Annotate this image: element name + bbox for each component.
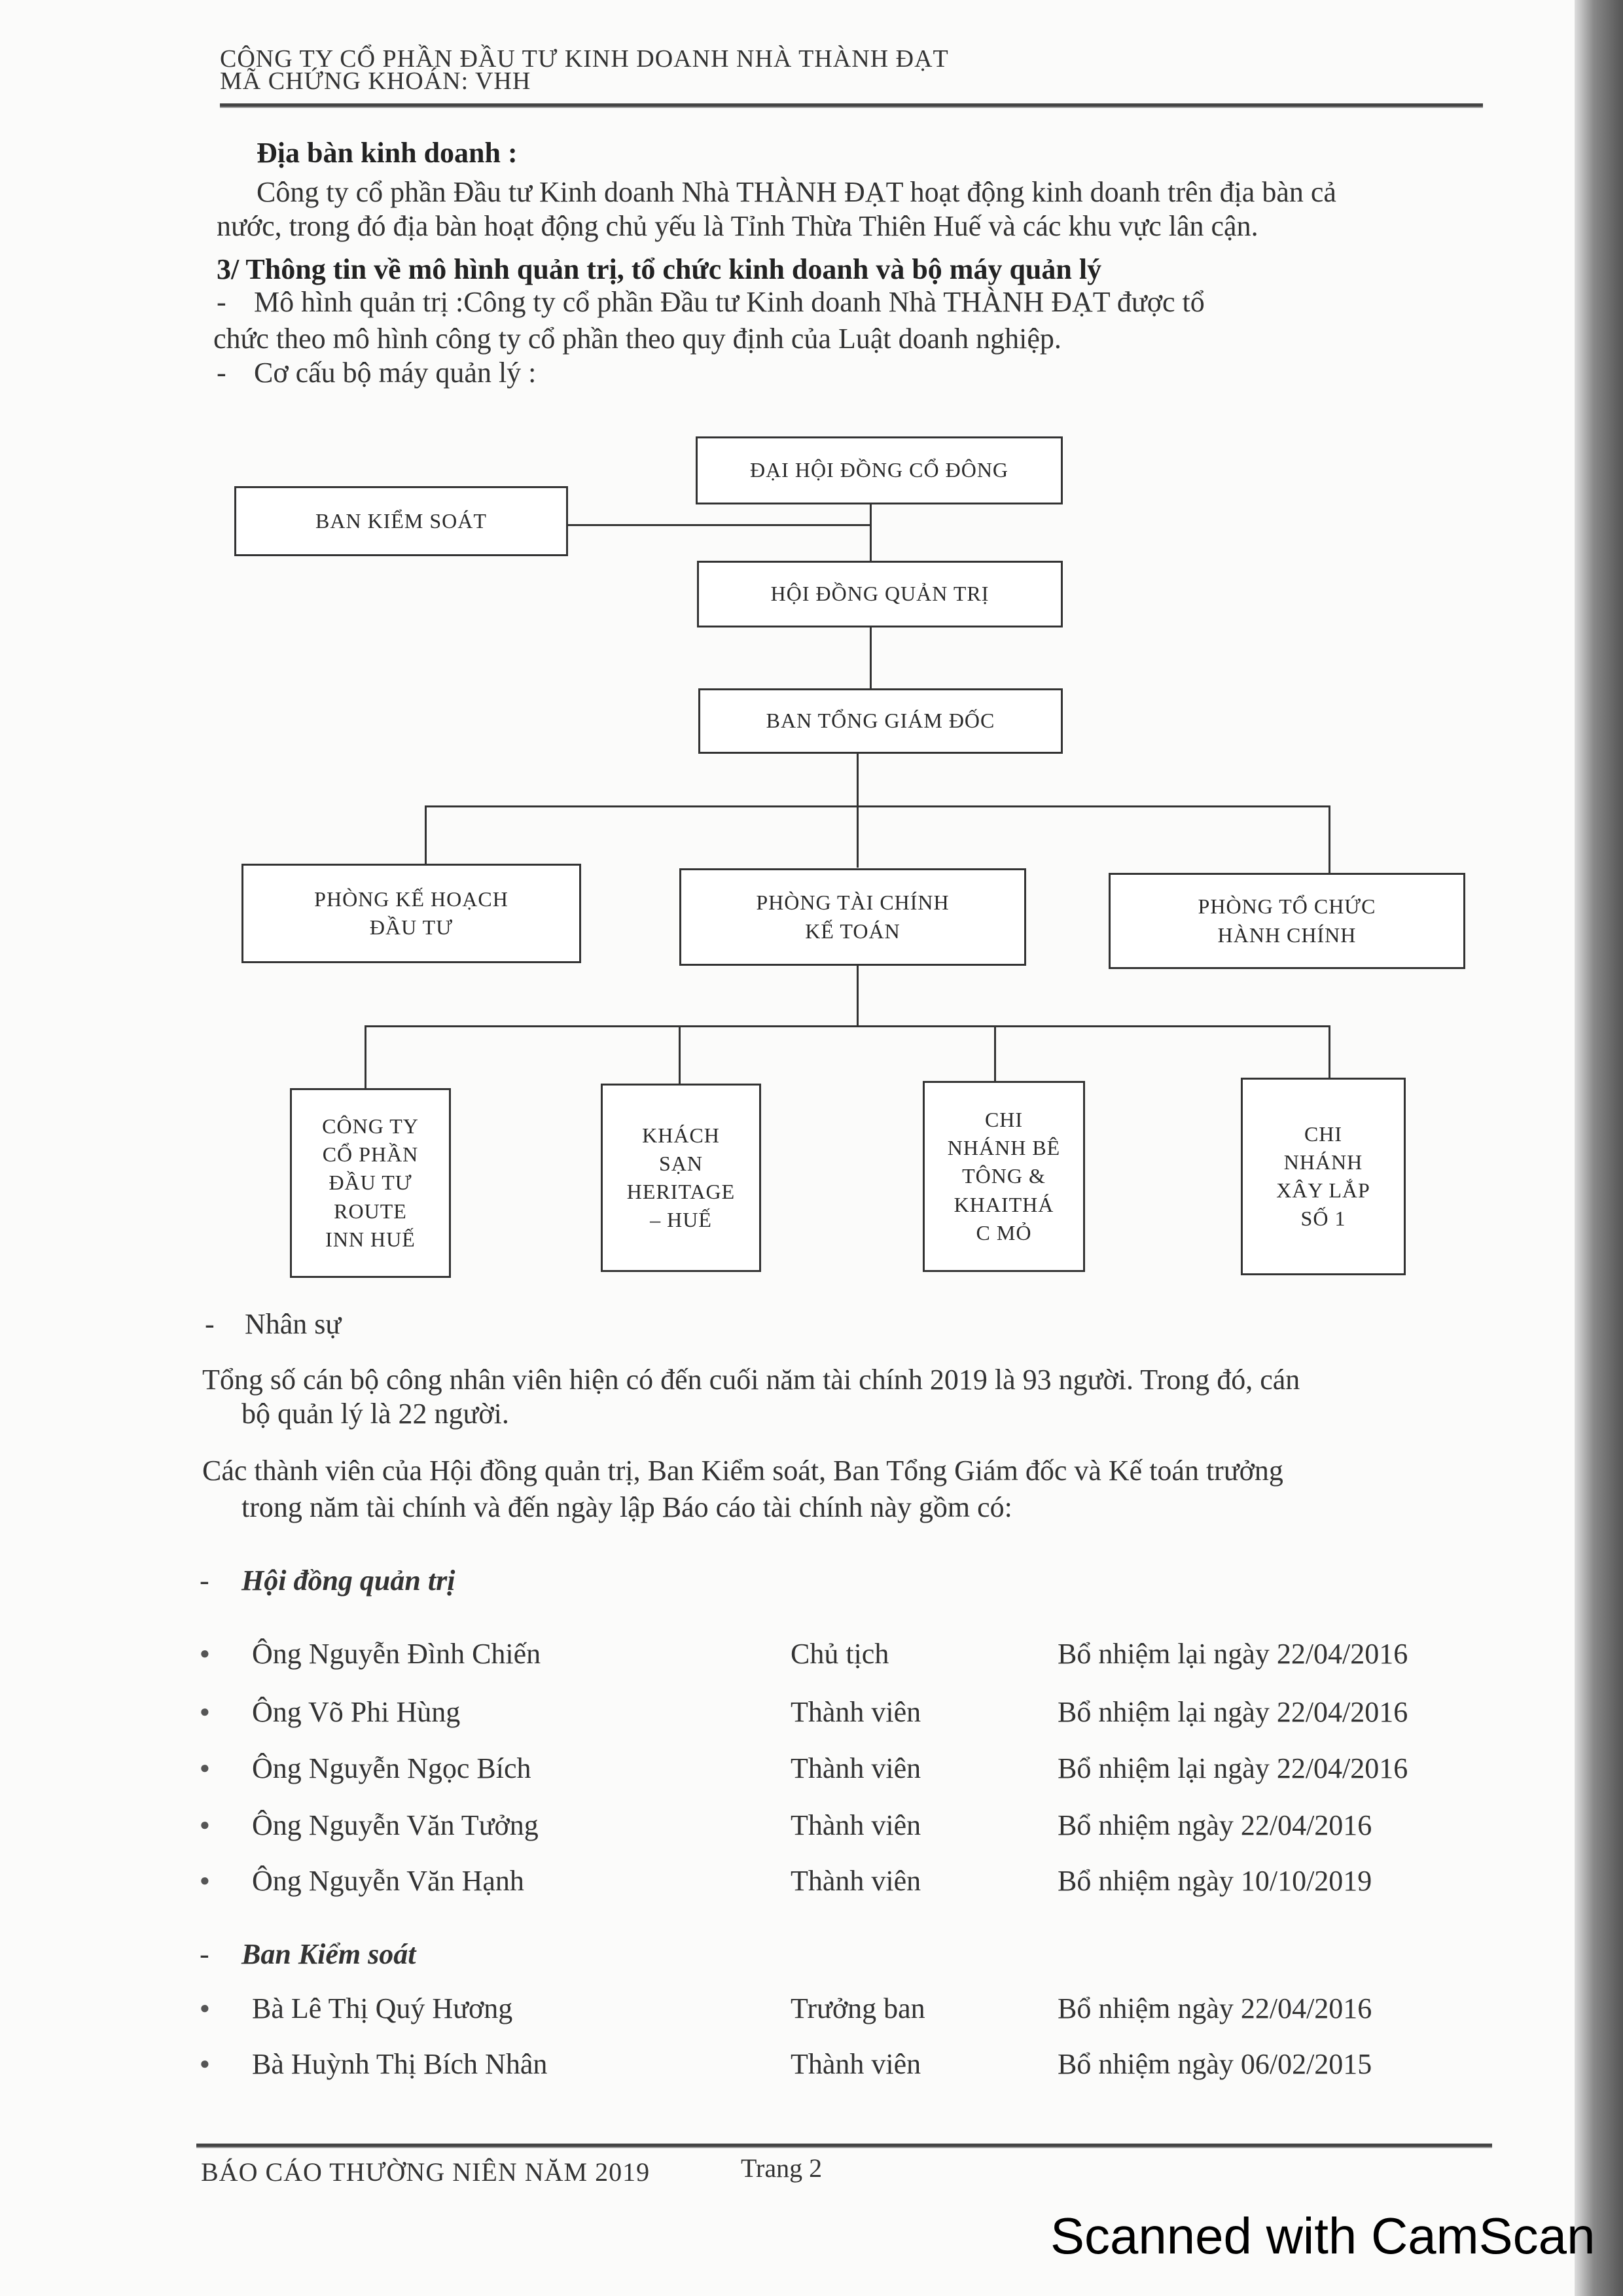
connector xyxy=(857,750,859,868)
board-heading: Hội đồng quản trị xyxy=(241,1564,455,1597)
member-name: Bà Huỳnh Thị Bích Nhân xyxy=(252,2048,548,2080)
bullet-icon: ● xyxy=(200,1998,210,2017)
org-box-finance-dept: PHÒNG TÀI CHÍNH KẾ TOÁN xyxy=(679,868,1026,966)
member-appointment: Bổ nhiệm ngày 06/02/2015 xyxy=(1058,2048,1372,2080)
bullet-icon: ● xyxy=(200,1871,210,1890)
member-appointment: Bổ nhiệm lại ngày 22/04/2016 xyxy=(1058,1638,1408,1670)
bullet-icon: ● xyxy=(200,1815,210,1834)
member-role: Thành viên xyxy=(791,1809,921,1841)
personnel-line3: Các thành viên của Hội đồng quản trị, Ba… xyxy=(202,1455,1283,1487)
connector xyxy=(857,962,859,1026)
member-name: Ông Nguyễn Văn Hạnh xyxy=(252,1865,524,1897)
member-role: Thành viên xyxy=(791,1752,921,1784)
scan-edge-shadow xyxy=(1575,0,1623,2296)
member-appointment: Bổ nhiệm ngày 10/10/2019 xyxy=(1058,1865,1372,1897)
supervisory-heading: Ban Kiểm soát xyxy=(241,1938,416,1970)
member-name: Ông Nguyễn Ngọc Bích xyxy=(252,1752,531,1784)
connector xyxy=(365,1025,366,1088)
personnel-line4: trong năm tài chính và đến ngày lập Báo … xyxy=(241,1491,1012,1523)
company-name: CÔNG TY CỔ PHẦN ĐẦU TƯ KINH DOANH NHÀ TH… xyxy=(220,45,949,73)
connector xyxy=(425,805,1329,807)
member-role: Thành viên xyxy=(791,2048,921,2080)
camscanner-watermark: Scanned with CamScan xyxy=(1050,2207,1596,2265)
org-box-concrete-branch: CHI NHÁNH BÊ TÔNG & KHAITHÁ C MỎ xyxy=(923,1081,1085,1272)
connector xyxy=(679,1025,681,1084)
dash: - xyxy=(217,357,226,389)
org-box-supervisory: BAN KIỂM SOÁT xyxy=(234,486,568,556)
org-box-board: HỘI ĐỒNG QUẢN TRỊ xyxy=(697,561,1063,627)
dash: - xyxy=(200,1938,209,1970)
member-role: Trưởng ban xyxy=(791,1992,925,2024)
personnel-line2: bộ quản lý là 22 người. xyxy=(241,1398,509,1430)
business-area-line1: Công ty cổ phần Đầu tư Kinh doanh Nhà TH… xyxy=(257,176,1336,208)
connector xyxy=(425,805,427,864)
header-rule xyxy=(220,103,1483,108)
bullet-icon: ● xyxy=(200,1702,210,1721)
member-appointment: Bổ nhiệm lại ngày 22/04/2016 xyxy=(1058,1752,1408,1784)
connector xyxy=(994,1025,996,1082)
footer-rule xyxy=(196,2144,1492,2148)
org-box-admin-dept: PHÒNG TỔ CHỨC HÀNH CHÍNH xyxy=(1109,873,1465,969)
governance-model-line1: Mô hình quản trị :Công ty cổ phần Đầu tư… xyxy=(254,286,1205,318)
org-box-ceo: BAN TỔNG GIÁM ĐỐC xyxy=(698,688,1063,754)
connector xyxy=(1329,1025,1330,1078)
member-name: Ông Võ Phi Hùng xyxy=(252,1696,461,1728)
org-box-heritage-hotel: KHÁCH SẠN HERITAGE – HUẾ xyxy=(601,1084,761,1272)
org-box-planning-dept: PHÒNG KẾ HOẠCH ĐẦU TƯ xyxy=(241,864,581,963)
governance-model-line2: chức theo mô hình công ty cổ phần theo q… xyxy=(213,323,1061,355)
stock-code: MÃ CHỨNG KHOÁN: VHH xyxy=(220,67,531,95)
member-appointment: Bổ nhiệm ngày 22/04/2016 xyxy=(1058,1809,1372,1841)
org-box-construction-branch: CHI NHÁNH XÂY LẮP SỐ 1 xyxy=(1241,1078,1406,1275)
connector xyxy=(365,1025,1329,1027)
org-box-route-inn: CÔNG TY CỔ PHẦN ĐẦU TƯ ROUTE INN HUẾ xyxy=(290,1088,451,1278)
footer-page-number: Trang 2 xyxy=(741,2153,823,2183)
member-role: Chủ tịch xyxy=(791,1638,889,1670)
bullet-icon: ● xyxy=(200,2054,210,2073)
personnel-heading: Nhân sự xyxy=(245,1308,342,1340)
member-role: Thành viên xyxy=(791,1696,921,1728)
footer-report-title: BÁO CÁO THƯỜNG NIÊN NĂM 2019 xyxy=(201,2157,651,2187)
member-name: Ông Nguyễn Đình Chiến xyxy=(252,1638,541,1670)
dash: - xyxy=(217,286,226,318)
member-appointment: Bổ nhiệm ngày 22/04/2016 xyxy=(1058,1992,1372,2024)
bullet-icon: ● xyxy=(200,1758,210,1777)
member-name: Bà Lê Thị Quý Hương xyxy=(252,1992,513,2024)
dash: - xyxy=(205,1308,215,1340)
business-area-line2: nước, trong đó địa bàn hoạt động chủ yếu… xyxy=(217,210,1258,242)
bullet-icon: ● xyxy=(200,1644,210,1663)
structure-label: Cơ cấu bộ máy quản lý : xyxy=(254,357,537,389)
dash: - xyxy=(200,1564,209,1597)
business-area-heading: Địa bàn kinh doanh : xyxy=(257,137,518,169)
personnel-line1: Tổng số cán bộ công nhân viên hiện có đế… xyxy=(202,1364,1300,1396)
member-appointment: Bổ nhiệm lại ngày 22/04/2016 xyxy=(1058,1696,1408,1728)
governance-heading: 3/ Thông tin về mô hình quản trị, tổ chứ… xyxy=(217,253,1102,285)
member-name: Ông Nguyễn Văn Tưởng xyxy=(252,1809,539,1841)
member-role: Thành viên xyxy=(791,1865,921,1897)
connector xyxy=(1329,805,1330,874)
org-box-agm: ĐẠI HỘI ĐỒNG CỔ ĐÔNG xyxy=(696,436,1063,504)
connector xyxy=(564,524,870,526)
